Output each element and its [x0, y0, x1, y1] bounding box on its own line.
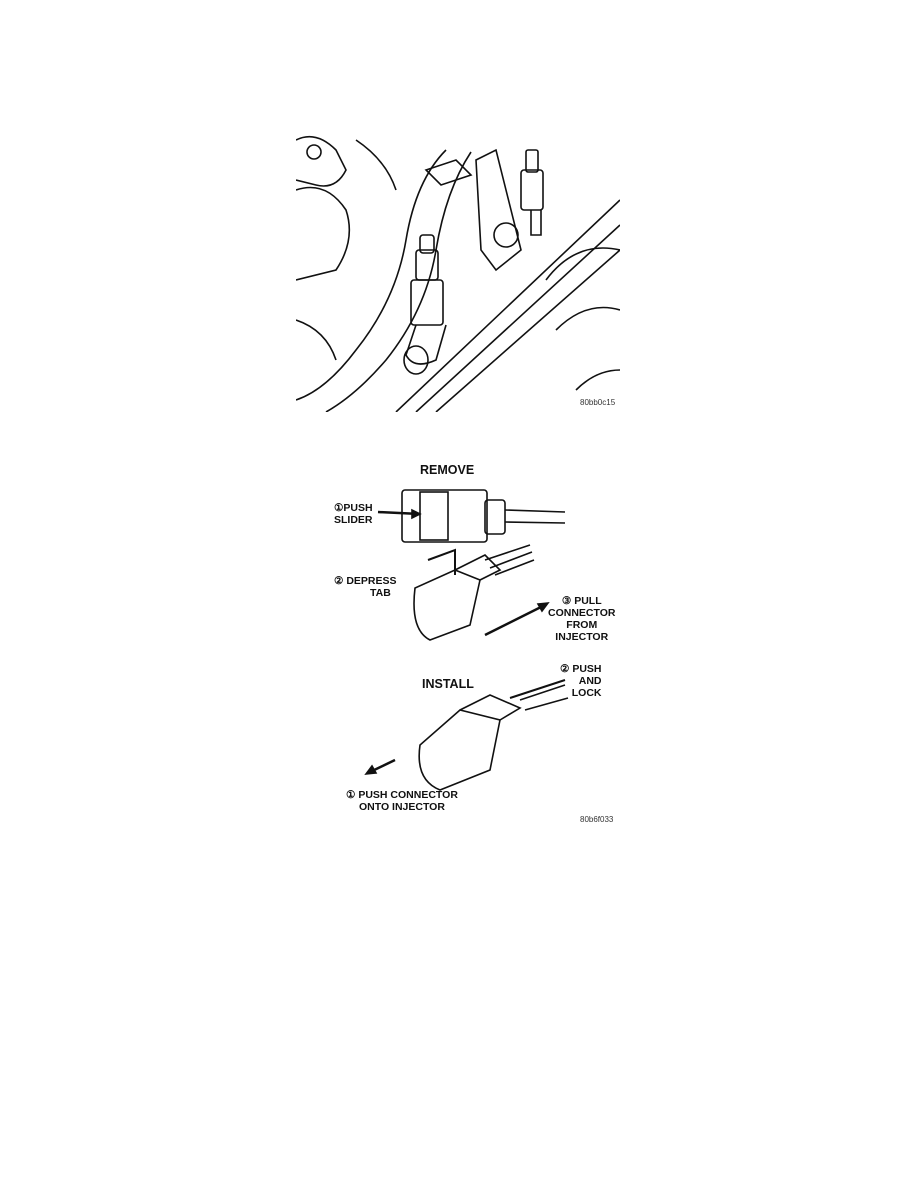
fuel-injector-connectors-illustration: 80bb0c15	[295, 130, 621, 413]
pull-connector-label: ③ PULL CONNECTOR FROM INJECTOR	[548, 595, 616, 643]
figure-code: 80b6f033	[580, 815, 614, 824]
remove-heading: REMOVE	[420, 463, 475, 477]
connector-remove-install-diagram: REMOVE ①PUSH SLIDER ② DEPRESS TAB ③ PULL…	[320, 460, 620, 826]
figure-code: 80bb0c15	[580, 398, 616, 407]
install-heading: INSTALL	[422, 677, 474, 691]
push-connector-label: ① PUSH CONNECTOR ONTO INJECTOR	[346, 789, 458, 813]
push-and-lock-label: ② PUSH AND LOCK	[560, 663, 602, 699]
depress-tab-label: ② DEPRESS TAB	[334, 575, 397, 599]
push-slider-label: ①PUSH SLIDER	[334, 502, 373, 526]
